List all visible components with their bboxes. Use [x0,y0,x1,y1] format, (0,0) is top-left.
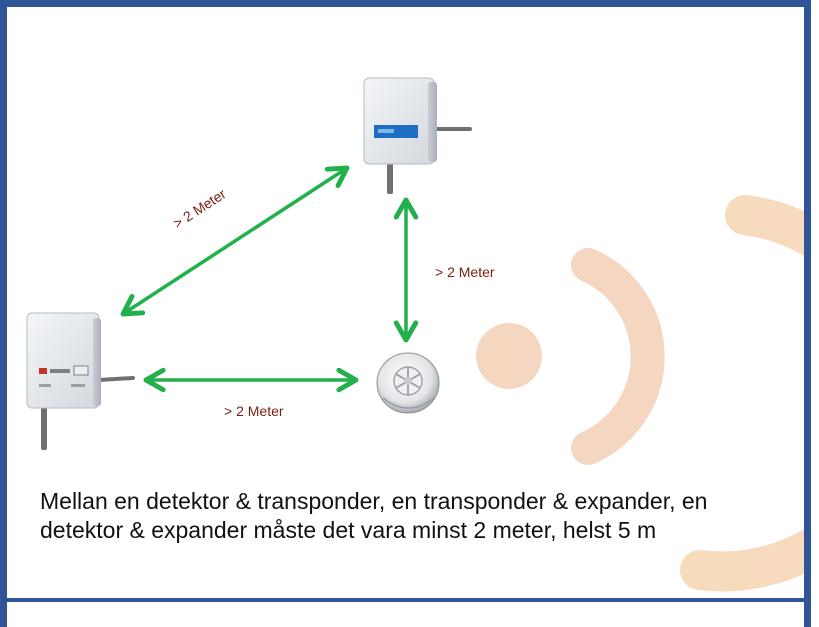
frame-bottom [0,598,811,602]
signal-arc-outer [680,195,819,592]
frame-top [0,0,819,7]
frame-left [0,0,7,627]
smoke-detector-icon [376,352,440,414]
distance-label-horizontal: > 2 Meter [224,403,284,419]
edge-strip [811,0,819,627]
caption-text: Mellan en detektor & transponder, en tra… [40,488,708,543]
signal-dot [476,323,542,389]
transponder-icon [363,77,472,194]
signal-arc-inner [571,248,665,465]
frame-right [804,0,811,627]
expander-icon [26,312,135,450]
arrow-expander-transponder [120,165,350,317]
distance-label-vertical: > 2 Meter [435,264,495,280]
signal-waves-icon [476,195,819,592]
